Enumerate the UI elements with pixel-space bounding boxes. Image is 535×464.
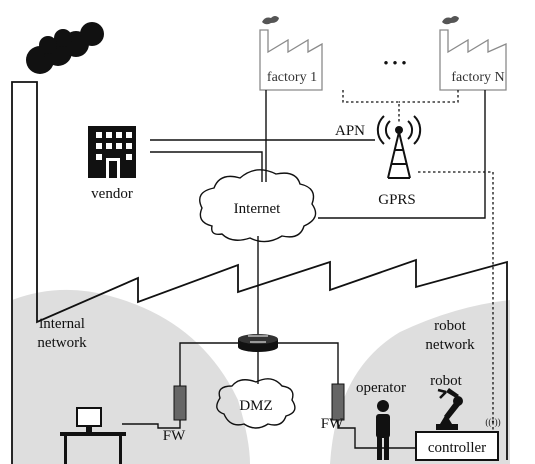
fw-right-controller-link (337, 420, 416, 449)
firewall-left-icon (173, 385, 187, 421)
operator-label: operator (356, 380, 406, 396)
dmz-label: DMZ (239, 398, 272, 414)
router-fw-left-link (179, 342, 238, 388)
factory-1-label: factory 1 (267, 70, 317, 85)
workstation-icon (60, 407, 126, 464)
factory-building-outline (11, 81, 508, 464)
factory-ellipsis: • • • (383, 56, 406, 72)
apn-label: APN (335, 123, 365, 139)
internal-network-zone (12, 289, 250, 464)
gprs-label: GPRS (378, 192, 416, 208)
router-fw-right-link (278, 342, 339, 384)
gprs-controller-dotted-link (418, 171, 494, 432)
robot-arm-icon (436, 388, 463, 430)
internet-cloud-icon (199, 169, 317, 243)
vendor-label: vendor (91, 186, 133, 202)
smoke-cloud-icon (26, 22, 104, 74)
firewall-right-label: FW (321, 416, 344, 432)
factory-n-gprs-link (399, 90, 459, 103)
robot-label: robot (430, 373, 462, 389)
fw-left-pc-link (122, 420, 181, 429)
robot-network-label-line1: robot (434, 318, 466, 334)
vendor-internet-link (150, 151, 263, 182)
factory-1-icon (259, 16, 323, 91)
internal-network-label-line1: internal (39, 316, 85, 332)
robot-network-label-line2: network (425, 337, 475, 353)
robot-network-zone (330, 300, 510, 464)
firewall-left-label: FW (163, 428, 186, 444)
factory-n-internet-link (318, 90, 486, 219)
internet-label: Internet (234, 201, 281, 217)
internal-network-label-line2: network (37, 335, 87, 351)
router-icon (238, 334, 278, 352)
factory-n-label: factory N (451, 70, 504, 85)
gprs-antenna-icon (376, 115, 422, 179)
factory-n-icon (439, 16, 507, 91)
controller-box (415, 431, 499, 461)
firewall-right-icon (331, 383, 345, 421)
dmz-cloud-icon (216, 378, 296, 429)
controller-label: controller (428, 440, 486, 456)
factory-1-gprs-link (342, 90, 400, 122)
vendor-building-icon (88, 126, 136, 178)
controller-wireless-icon: ((•)) (485, 417, 500, 427)
operator-person-icon (376, 400, 390, 460)
